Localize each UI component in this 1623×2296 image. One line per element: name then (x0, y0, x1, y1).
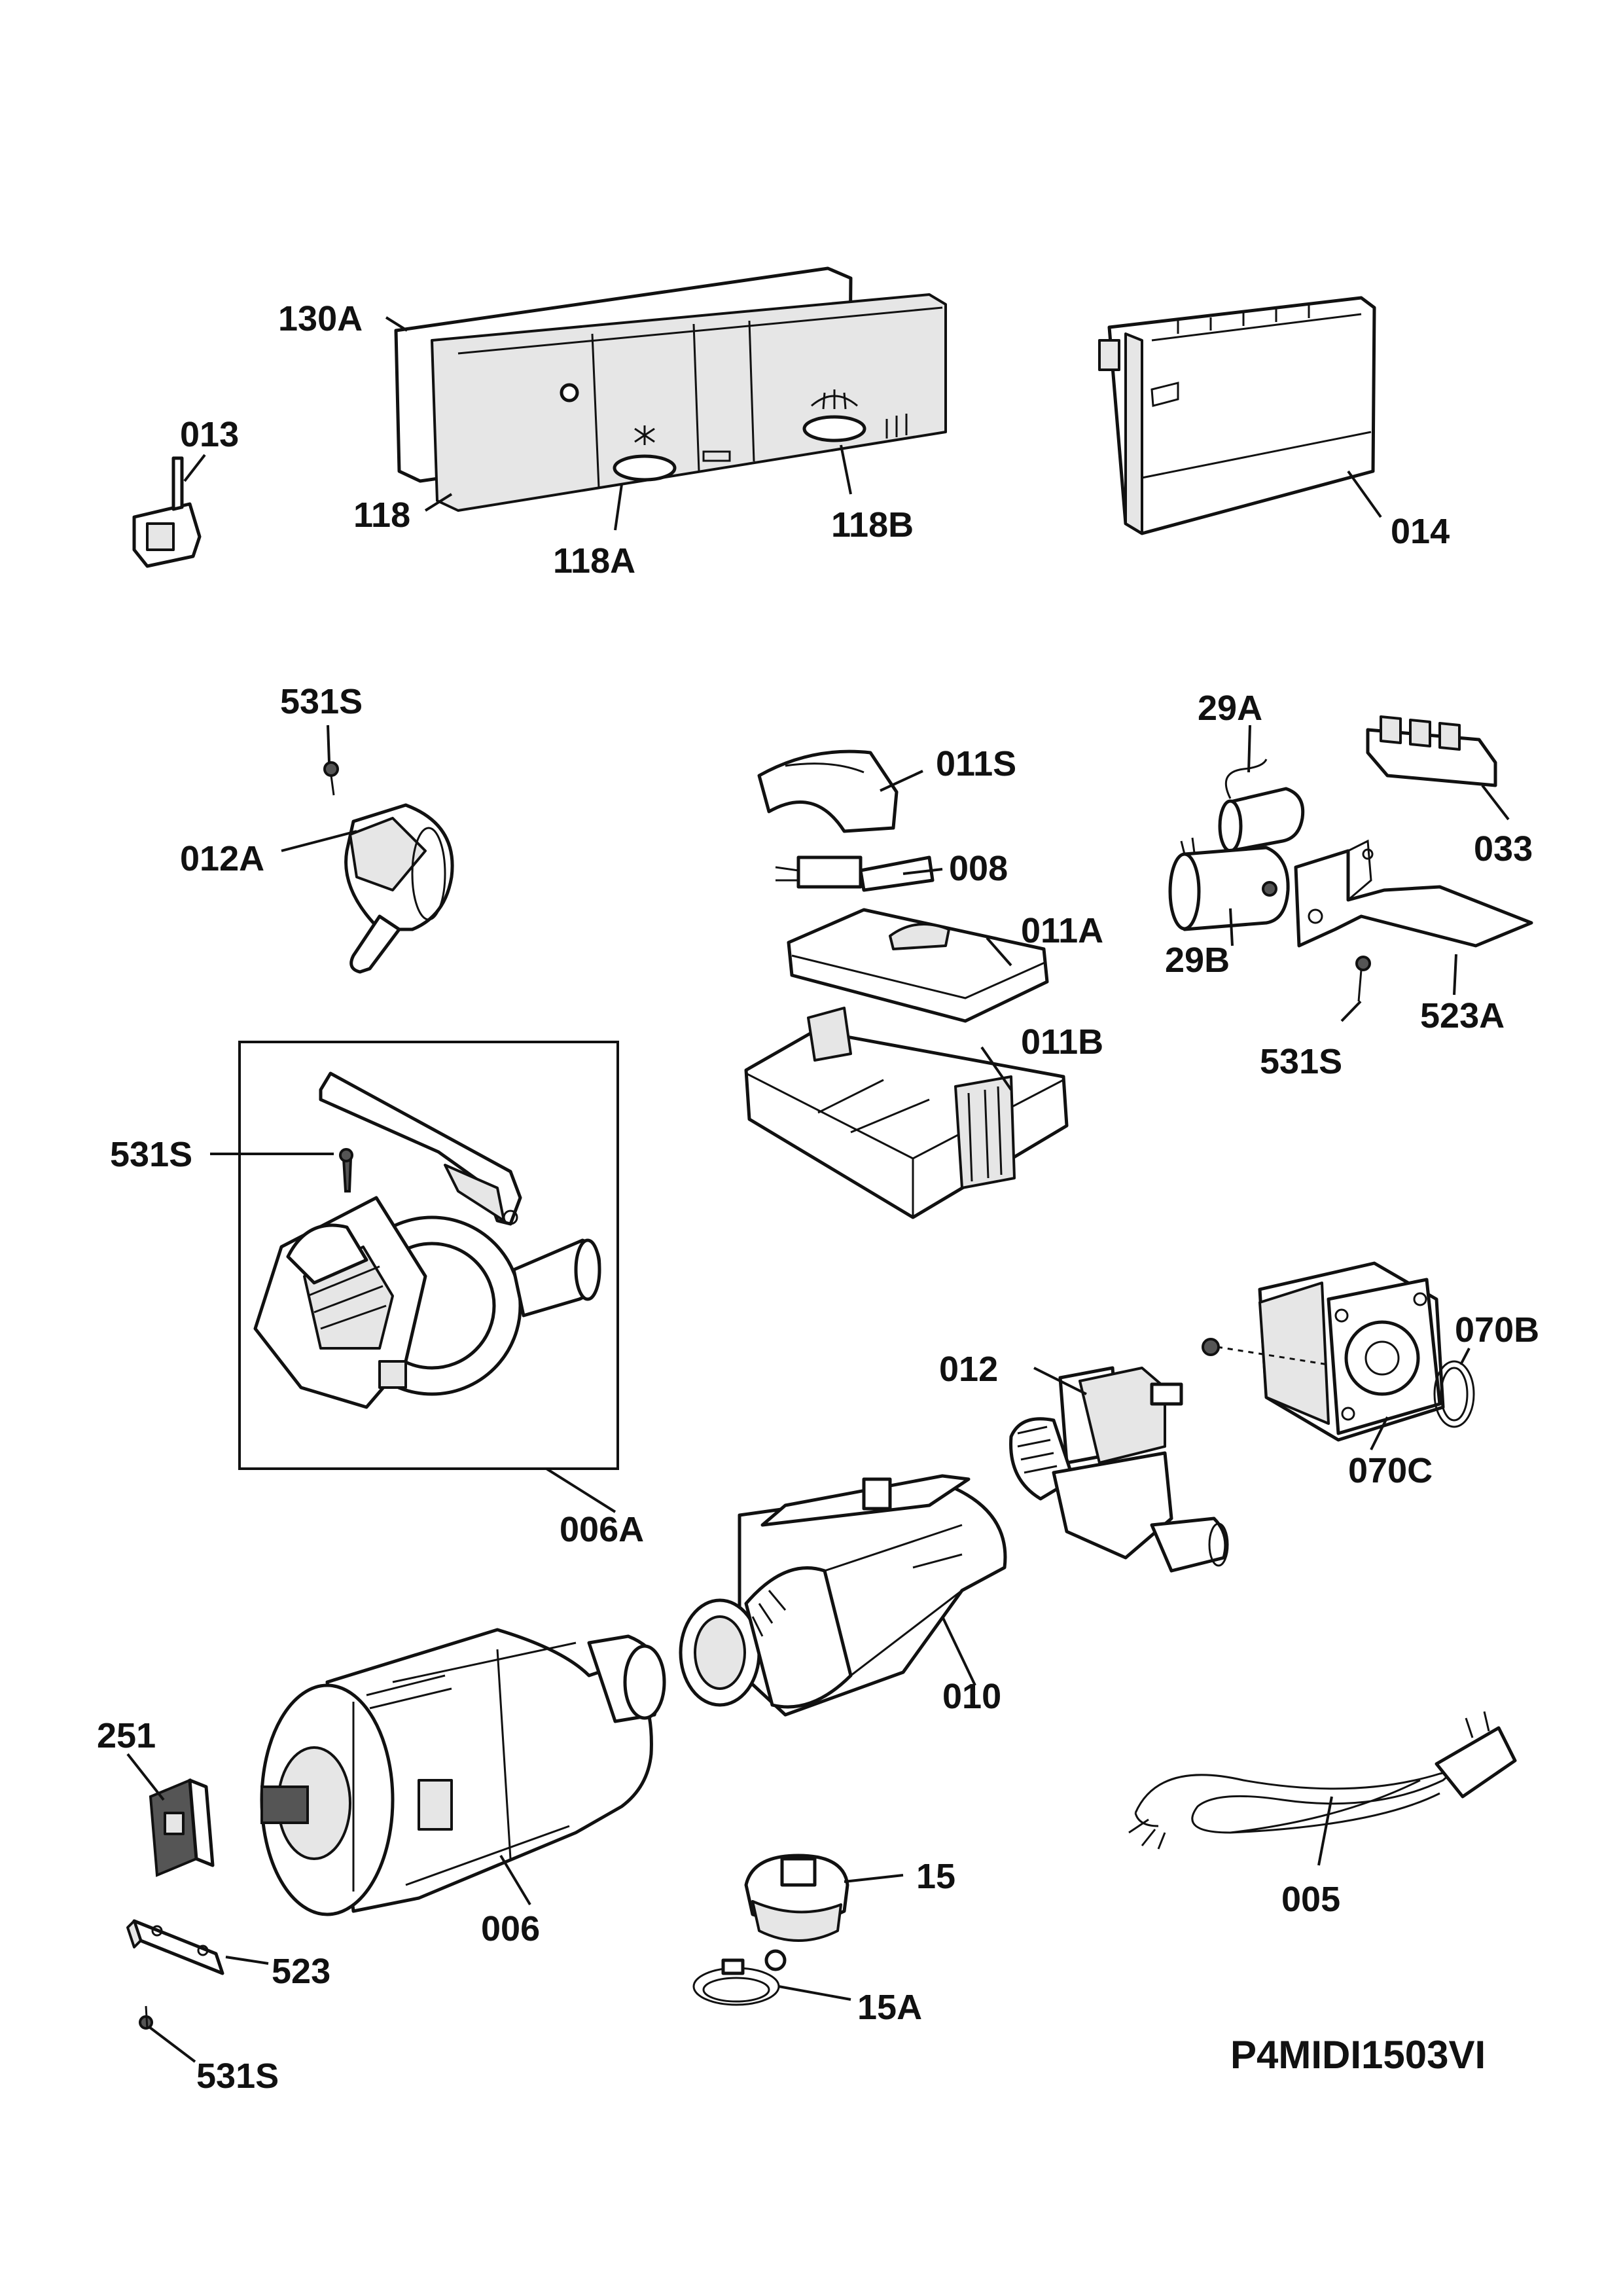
module-014-part (1098, 296, 1376, 535)
label-29A: 29A (1198, 689, 1262, 728)
label-011S: 011S (936, 744, 1016, 783)
bracket-523-part (126, 1919, 224, 1975)
clip-15A-part (692, 1958, 780, 2006)
label-523: 523 (272, 1952, 330, 1991)
label-531S-d: 531S (196, 2056, 279, 2096)
dispenser-body-011B-part (744, 1007, 1069, 1219)
dispenser-011S-part (757, 749, 899, 833)
label-118B: 118B (831, 505, 914, 545)
label-006: 006 (481, 1909, 540, 1948)
label-010: 010 (942, 1677, 1001, 1716)
label-118A: 118A (553, 541, 635, 581)
screw-531S-b-part (1355, 956, 1371, 1002)
switch-013-part (132, 456, 202, 568)
label-29B: 29B (1165, 941, 1230, 980)
control-panel-part (394, 266, 947, 512)
label-014: 014 (1391, 512, 1450, 551)
label-531S-b: 531S (1260, 1042, 1342, 1081)
label-531S-a: 531S (280, 682, 363, 721)
part-15 (744, 1854, 849, 1971)
label-011A: 011A (1021, 911, 1103, 950)
label-013: 013 (180, 415, 239, 454)
label-130A: 130A (278, 299, 363, 338)
capacitor-29B-part (1168, 837, 1290, 931)
power-cord-005-part (1128, 1711, 1517, 1850)
pressure-switch-012A-part (323, 761, 454, 974)
label-118: 118 (353, 495, 410, 535)
label-012A: 012A (180, 839, 264, 878)
label-531S-c: 531S (110, 1135, 192, 1174)
lid-011A-part (787, 908, 1049, 1023)
label-15: 15 (916, 1857, 955, 1896)
heater-010-part (679, 1474, 1007, 1717)
motor-006-part (260, 1628, 666, 1916)
assembly-070C-part (1202, 1261, 1445, 1442)
bracket-523A-part (1294, 839, 1533, 948)
label-011B: 011B (1021, 1022, 1103, 1062)
switch-008-part (775, 855, 935, 892)
capacitor-29A-part (1218, 759, 1305, 853)
label-012: 012 (939, 1350, 998, 1389)
label-523A: 523A (1420, 996, 1505, 1035)
part-labels: 130A 013 118 118A 118B 014 531S 012A 011… (97, 299, 1539, 2096)
label-033: 033 (1474, 829, 1533, 869)
label-251: 251 (97, 1716, 156, 1755)
drawing-reference: P4MIDI1503VI (1230, 2033, 1486, 2077)
label-070B: 070B (1455, 1310, 1539, 1350)
drain-pump-006A-part (238, 1041, 619, 1470)
label-005: 005 (1281, 1880, 1340, 1919)
screw-531S-c-part (339, 1148, 353, 1162)
label-008: 008 (949, 849, 1008, 888)
label-006A: 006A (560, 1510, 644, 1549)
terminal-block-033-part (1366, 715, 1497, 787)
label-070C: 070C (1348, 1451, 1433, 1490)
screw-531S-d-part (139, 2005, 153, 2030)
label-15A: 15A (857, 1988, 922, 2027)
gasket-070B-part (1433, 1360, 1475, 1428)
inlet-valve-012-part (1009, 1366, 1229, 1573)
component-251-part (149, 1778, 215, 1877)
leader-lines (126, 316, 1510, 2063)
